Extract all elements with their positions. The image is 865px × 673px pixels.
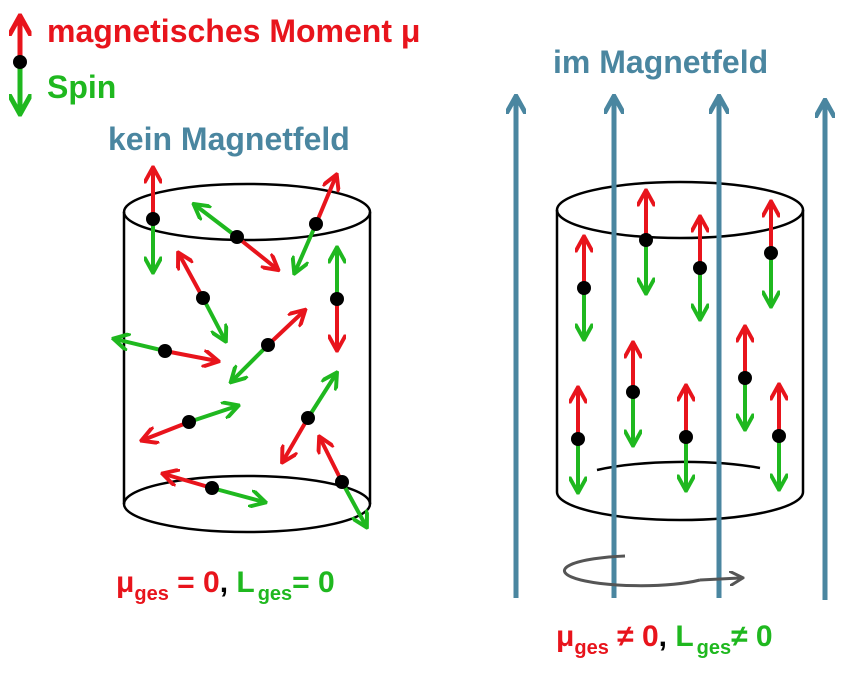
right-formula-mu-value: ≠ 0 [609,620,659,653]
magnetic-moment-arrow [164,474,213,490]
particle [330,292,344,306]
particle [772,429,786,443]
left-formula-comma: , [220,566,237,599]
left-formula-mu: μ [116,566,134,599]
particle [158,344,172,358]
spin-arrow [195,205,239,239]
left-panel-title: kein Magnetfeld [108,121,350,157]
particle [679,430,693,444]
particle [738,371,752,385]
magnetic-moment-arrow [314,176,336,225]
right-formula-l-sub: ges [697,637,731,659]
left-spin-group [115,169,366,526]
spin-arrow [306,374,336,420]
right-cylinder [555,180,805,522]
left-cylinder [122,182,372,534]
particle [230,230,244,244]
particle [626,385,640,399]
precession-arrow [562,554,701,588]
spin-arrow [115,339,166,353]
spin-arrow [340,481,366,526]
particle [205,481,219,495]
left-formula-l-value: = 0 [292,566,335,599]
particle [577,281,591,295]
magnetic-moment-arrow [320,438,344,483]
spin-arrow [188,406,237,424]
magnetic-moment-arrow [283,416,310,461]
legend-particle [13,55,27,69]
right-formula-mu: μ [556,620,574,653]
right-formula-l: L [675,620,693,653]
particle [764,246,778,260]
right-spin-group [571,192,786,491]
left-formula-l-sub: ges [258,583,292,605]
magnetic-field-lines [516,98,825,600]
precession-arrow-head [699,578,740,580]
right-formula-comma: , [659,620,676,653]
particle [639,233,653,247]
legend-moment-label: magnetisches Moment μ [47,13,420,49]
right-panel-title: im Magnetfeld [553,44,768,80]
magnetic-moment-arrow [143,420,190,440]
spin-arrow [232,343,270,381]
particle [146,212,160,226]
legend: magnetisches Moment μ Spin [13,13,420,112]
right-formula-mu-sub: ges [574,637,608,659]
magnetic-moment-arrow [266,311,304,347]
particle [693,261,707,275]
particle [182,415,196,429]
left-formula-mu-value: = 0 [169,566,220,599]
particle [571,432,585,446]
right-formula-l-value: ≠ 0 [731,620,772,653]
spin-arrow [201,297,225,340]
left-formula-mu-sub: ges [134,583,168,605]
spin-arrow [295,223,318,272]
magnetic-moment-arrow [235,235,277,269]
spin-arrow [211,486,264,502]
magnetic-moment-arrow [164,349,217,361]
particle [301,411,315,425]
particle [309,217,323,231]
particle [261,338,275,352]
particle [335,475,349,489]
left-formula-l: L [236,566,254,599]
magnetic-moment-arrow [179,254,205,299]
legend-spin-label: Spin [47,69,116,105]
particle [196,291,210,305]
